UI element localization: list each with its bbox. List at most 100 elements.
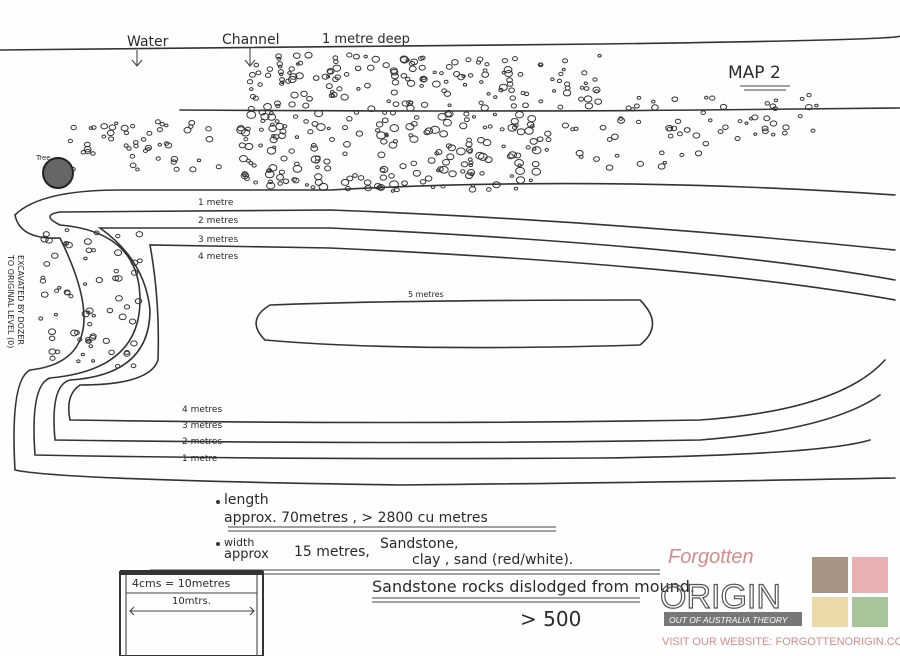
pebble <box>314 155 321 161</box>
pebble <box>108 124 117 131</box>
pebble <box>48 335 56 342</box>
pebble <box>130 340 138 347</box>
pebble <box>578 96 585 102</box>
pebble <box>509 95 516 101</box>
pebble <box>123 350 131 357</box>
pebble <box>288 148 295 154</box>
pebble <box>435 168 441 173</box>
pebble <box>456 147 466 156</box>
pebble <box>140 137 147 142</box>
pebble <box>606 137 613 142</box>
pebble <box>562 58 569 64</box>
pebble <box>445 143 452 149</box>
pebble <box>264 170 275 179</box>
pebble <box>238 142 246 149</box>
contour-label: 4 metres <box>198 252 238 262</box>
pebble <box>357 175 365 181</box>
pebble <box>258 143 263 148</box>
pebble <box>239 154 248 163</box>
pebble <box>51 252 59 259</box>
pebble <box>354 65 362 72</box>
rocks-count: > 500 <box>520 607 581 631</box>
pebble <box>342 141 351 148</box>
pebble <box>386 99 391 104</box>
width-value: 15 metres, <box>294 544 370 560</box>
pebble <box>810 128 816 133</box>
pebble <box>679 152 685 158</box>
pebble <box>460 169 466 174</box>
pebble <box>268 164 278 172</box>
pebble <box>302 102 310 109</box>
pebble <box>478 100 484 105</box>
brand-top: Forgotten <box>668 546 754 568</box>
pebble <box>515 176 526 184</box>
pebble <box>460 161 469 168</box>
pebble <box>333 59 339 65</box>
pebble <box>399 55 409 63</box>
pebble <box>189 166 197 173</box>
pebble <box>253 62 260 68</box>
pebble <box>517 71 524 77</box>
pebble <box>410 120 418 127</box>
pebble <box>106 129 115 137</box>
pebble <box>376 131 386 140</box>
pebble <box>310 145 319 152</box>
pebble <box>423 129 431 136</box>
pebble <box>292 114 299 119</box>
pebble <box>260 112 270 121</box>
pebble <box>314 178 323 186</box>
pebble <box>64 228 70 233</box>
pebble <box>336 86 343 92</box>
pebble <box>516 128 526 136</box>
pebble <box>154 119 161 125</box>
pebble <box>264 72 272 78</box>
pebble <box>424 175 433 182</box>
pebble <box>484 156 493 164</box>
pebble <box>267 113 277 121</box>
pebble <box>38 316 44 321</box>
pebble <box>123 304 131 310</box>
pebble <box>63 240 70 246</box>
pebble <box>530 124 535 129</box>
pebble <box>249 87 254 91</box>
pebble <box>292 177 300 184</box>
pebble <box>782 124 790 131</box>
pebble <box>85 247 93 254</box>
pebble <box>253 180 258 185</box>
pebble <box>515 166 526 175</box>
contour-label: 4 metres <box>182 405 222 415</box>
pebble <box>670 125 678 132</box>
pebble <box>352 173 358 178</box>
materials-line-1: Sandstone, <box>380 536 459 552</box>
svg-text:EXCAVATED BY DOZER: EXCAVATED BY DOZER <box>16 255 25 345</box>
pebble <box>769 103 777 109</box>
pebble <box>108 136 115 142</box>
pebble <box>123 143 129 148</box>
tree-icon <box>42 157 74 189</box>
pebble <box>442 158 451 166</box>
pebble <box>87 322 93 327</box>
pebble <box>330 91 338 98</box>
pebble <box>278 132 286 140</box>
contour-5-metres <box>255 299 654 349</box>
pebble <box>763 115 771 122</box>
contour-4-metres <box>67 244 896 424</box>
pebble <box>707 118 713 123</box>
pebble <box>599 124 607 131</box>
center-label: 5 metres <box>408 290 444 299</box>
pebble <box>307 129 314 135</box>
pebble <box>406 104 415 112</box>
pebble <box>290 91 299 99</box>
pebble <box>499 127 505 132</box>
pebble <box>486 187 492 192</box>
pebble <box>545 137 552 143</box>
pebble <box>123 130 130 136</box>
pebble <box>564 81 571 87</box>
pebble <box>446 153 455 161</box>
pebble <box>390 189 395 193</box>
pebble <box>444 109 454 118</box>
pebble <box>382 62 390 69</box>
pebble <box>163 141 170 146</box>
tile-leaf-icon <box>852 597 888 627</box>
pebble <box>39 278 47 284</box>
